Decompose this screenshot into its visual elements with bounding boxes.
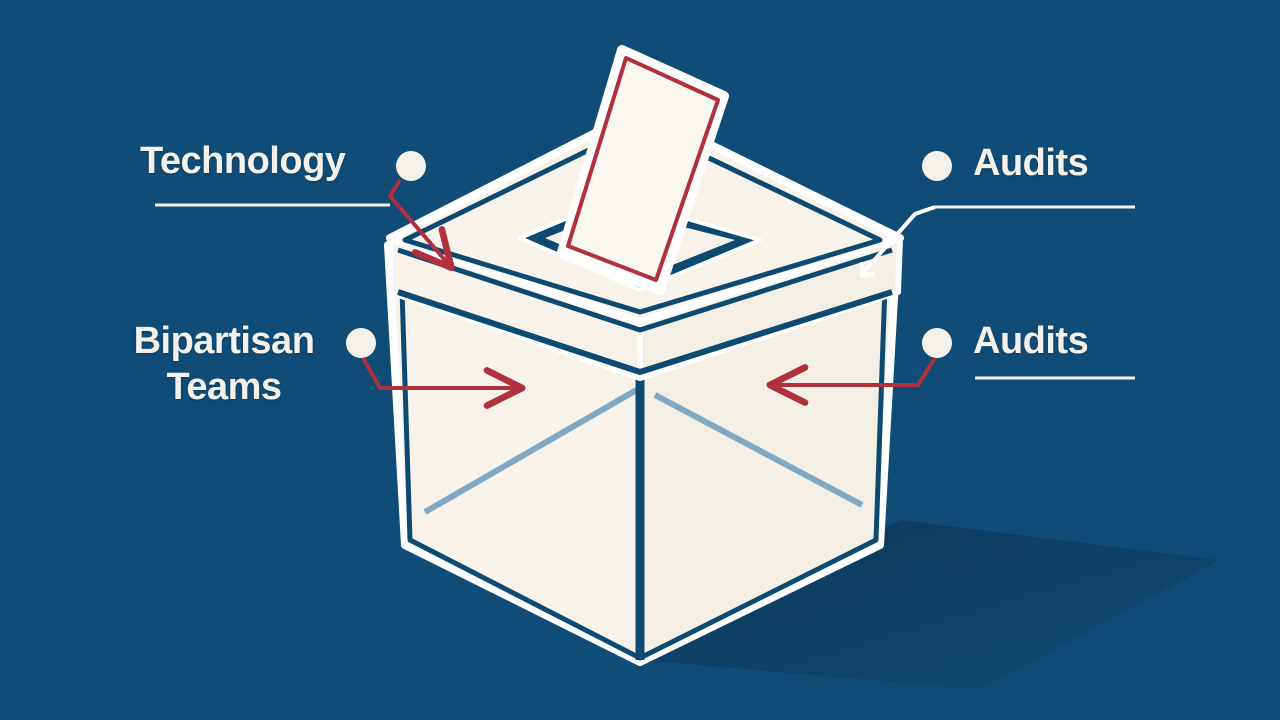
lid-band-bottom-outline xyxy=(397,289,893,376)
arrow-technology xyxy=(388,178,455,271)
inner-edge-right xyxy=(653,392,864,508)
label-audits-top: Audits xyxy=(973,142,1089,184)
lid-band-outline xyxy=(397,247,893,333)
dot-technology xyxy=(396,151,426,181)
label-technology: Technology xyxy=(140,140,346,182)
label-audits-middle: Audits xyxy=(973,320,1089,362)
arrow-audits-top-tip xyxy=(860,262,875,278)
ballot-paper-icon xyxy=(557,45,729,295)
inner-edge-left xyxy=(423,385,642,515)
dot-bipartisan xyxy=(346,328,376,358)
dot-audits-top xyxy=(922,151,952,181)
label-bipartisan-teams: Bipartisan Teams xyxy=(104,318,344,410)
dot-audits-middle xyxy=(922,328,952,358)
label-bipartisan-line2: Teams xyxy=(166,366,282,408)
box-shadow xyxy=(640,520,1220,690)
arrow-audits-middle xyxy=(766,356,937,406)
label-bipartisan-line1: Bipartisan xyxy=(133,320,315,362)
lid-top-outline xyxy=(402,122,883,315)
arrow-bipartisan xyxy=(361,357,526,409)
arrow-audits-top xyxy=(860,205,936,276)
